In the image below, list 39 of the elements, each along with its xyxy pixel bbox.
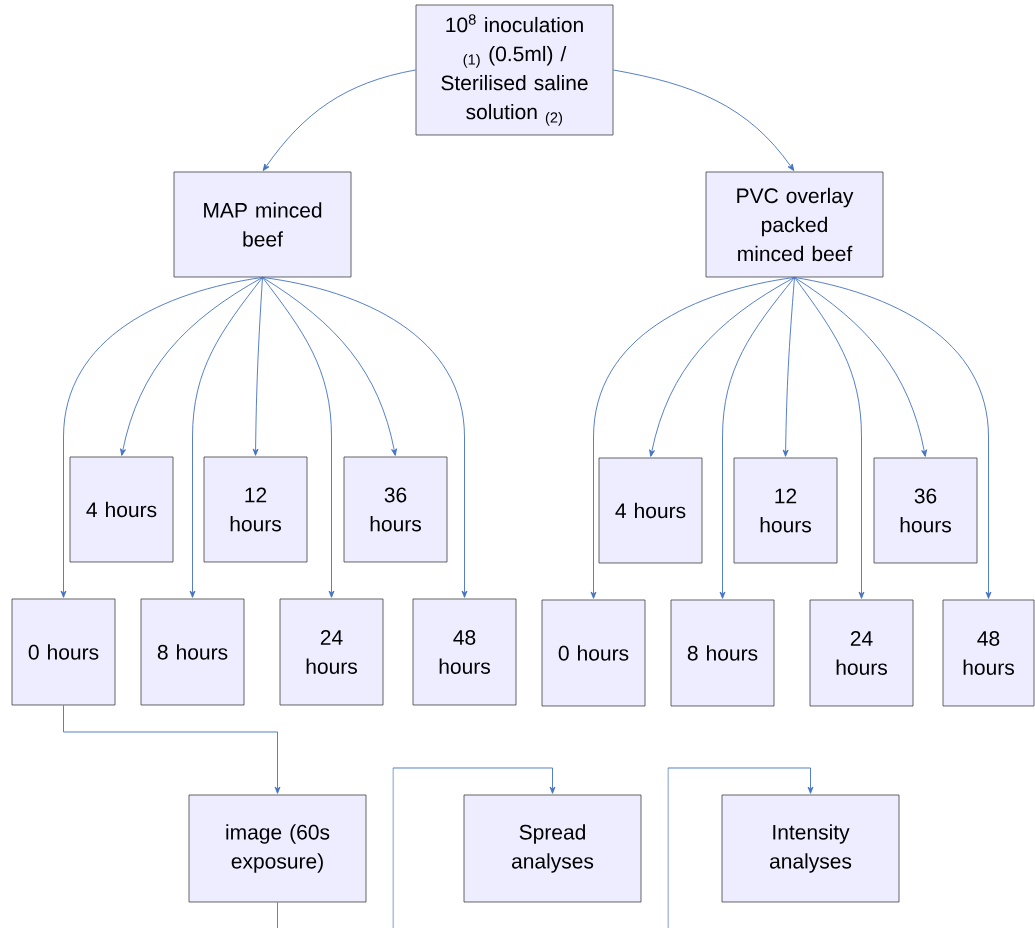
process-box: 24 hours [279, 598, 384, 706]
arrow [262, 276, 397, 456]
arrow [63, 704, 281, 794]
arrow [60, 276, 263, 598]
arrow [794, 276, 927, 457]
process-box: 4 hours [598, 457, 703, 564]
arrow [612, 69, 795, 172]
process-box: 0 hours [11, 598, 116, 706]
arrow [782, 276, 795, 457]
process-box: PVC overlay packed minced beef [705, 171, 884, 278]
process-box: 12 hours [733, 457, 838, 564]
arrow [262, 276, 335, 598]
arrow [794, 276, 865, 599]
arrow [189, 276, 263, 598]
process-box: 36 hours [873, 457, 978, 564]
process-box: 10$^{8}$ inoculation $_{(1)}$ (0.5ml) / Sterilised saline solution $_{(2)}$ [415, 4, 614, 136]
arrow [794, 276, 992, 599]
process-box: 48 hours [942, 599, 1035, 707]
process-box: image (60s exposure) [188, 794, 367, 903]
arrow [719, 276, 795, 599]
arrow [392, 767, 556, 928]
process-box: 4 hours [69, 456, 174, 563]
process-box: Spread analyses [463, 794, 642, 903]
process-box: 12 hours [203, 456, 308, 563]
process-box: 8 hours [140, 598, 245, 706]
arrow [262, 276, 468, 598]
arrow [649, 276, 795, 457]
process-box: 8 hours [670, 599, 775, 707]
process-box: 48 hours [412, 598, 517, 706]
arrow [590, 276, 795, 599]
arrow [120, 276, 263, 456]
process-box: 24 hours [809, 599, 914, 707]
arrow [262, 69, 417, 172]
process-box: 36 hours [343, 456, 448, 563]
arrow [252, 276, 263, 456]
process-box: 0 hours [541, 599, 646, 707]
process-box: MAP minced beef [173, 171, 352, 278]
process-box: Intensity analyses [721, 794, 900, 903]
arrow [667, 767, 814, 928]
